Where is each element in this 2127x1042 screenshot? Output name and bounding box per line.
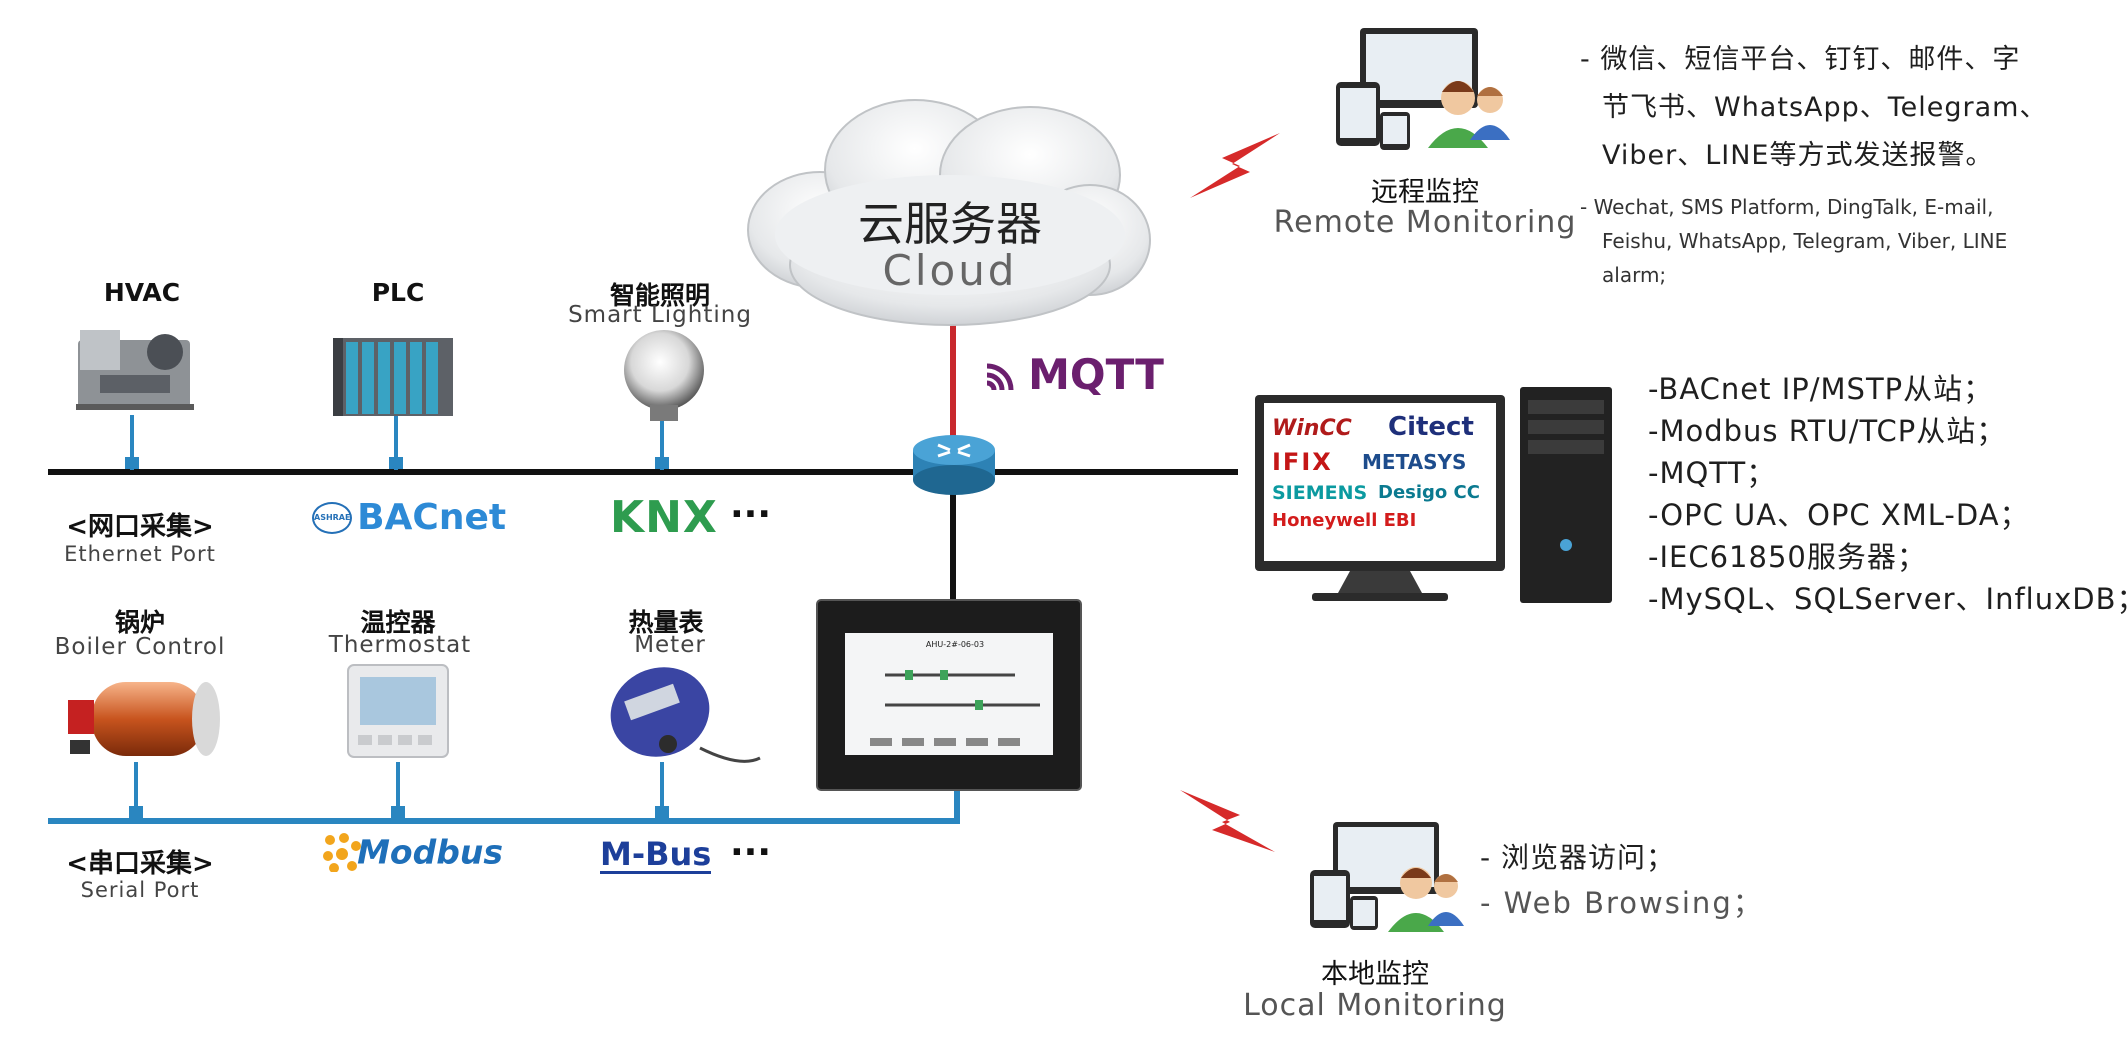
- alarm-zh-line: - 微信、短信平台、钉钉、邮件、字: [1580, 44, 2021, 75]
- remote-en: Remote Monitoring: [1273, 205, 1577, 240]
- alarm-zh-block: - 微信、短信平台、钉钉、邮件、字 节飞书、WhatsApp、Telegram、…: [1580, 36, 2047, 180]
- alarm-en-line: alarm;: [1602, 263, 1667, 287]
- alarm-en-line: - Wechat, SMS Platform, DingTalk, E-mail…: [1580, 195, 1994, 219]
- alarm-en-line: Feishu, WhatsApp, Telegram, Viber, LINE: [1602, 229, 2008, 253]
- device-lighting-label: 智能照明: [609, 281, 710, 310]
- scada-list-item: -BACnet IP/MSTP从站；: [1648, 372, 1994, 406]
- brand-citect: Citect: [1388, 412, 1474, 442]
- mqtt-logo: MQTT: [985, 350, 1164, 399]
- serial-label: <串口采集>: [66, 849, 214, 879]
- serial-more: ···: [730, 832, 772, 873]
- device-thermostat-label: 温控器: [360, 608, 436, 637]
- modbus-logo: Modbus: [322, 832, 503, 873]
- local-label: 本地监控: [1321, 959, 1429, 990]
- scada-list-item: -Modbus RTU/TCP从站；: [1648, 414, 2007, 448]
- ethernet-en: Ethernet Port: [64, 542, 216, 566]
- brand-honeywell: Honeywell EBI: [1272, 510, 1417, 531]
- brand-metasys: METASYS: [1362, 450, 1467, 474]
- remote-label: 远程监控: [1371, 177, 1479, 208]
- scada-protocol-list: -BACnet IP/MSTP从站； -Modbus RTU/TCP从站； -M…: [1648, 368, 2127, 620]
- hmi-title: AHU-2#-06-03: [925, 640, 985, 649]
- brand-siemens: SIEMENS: [1272, 482, 1368, 504]
- serial-en: Serial Port: [80, 878, 200, 902]
- bolt-local-icon: [1180, 790, 1275, 852]
- scada-list-item: -OPC UA、OPC XML-DA；: [1648, 498, 2030, 532]
- device-boiler-label: 锅炉: [114, 608, 165, 637]
- alarm-en-block: - Wechat, SMS Platform, DingTalk, E-mail…: [1580, 190, 2007, 292]
- local-item: - 浏览器访问；: [1480, 841, 1676, 874]
- cloud-title-en: Cloud: [882, 246, 1018, 295]
- bacnet-logo: ASHRAE BACnet: [312, 497, 507, 538]
- mbus-logo: M-Bus: [600, 835, 712, 874]
- device-meter-en: Meter: [634, 632, 706, 658]
- ethernet-more: ···: [730, 494, 772, 535]
- scada-brands: WinCC Citect IFIX METASYS SIEMENS Desigo…: [1270, 412, 1492, 552]
- knx-logo: KNX: [610, 492, 718, 543]
- brand-ifix: IFIX: [1272, 448, 1333, 476]
- device-hvac-label: HVAC: [103, 278, 181, 307]
- alarm-zh-line: 节飞书、WhatsApp、Telegram、: [1602, 92, 2048, 123]
- local-item: - Web Browsing；: [1480, 886, 1764, 920]
- cloud-title-zh: 云服务器: [858, 197, 1042, 251]
- brand-desigo: Desigo CC: [1378, 482, 1480, 503]
- device-thermostat-en: Thermostat: [328, 632, 472, 658]
- device-boiler-en: Boiler Control: [54, 634, 226, 660]
- device-meter-label: 热量表: [628, 608, 704, 637]
- ethernet-label: <网口采集>: [66, 512, 214, 542]
- modbus-dots-icon: [323, 833, 361, 873]
- scada-list-item: -MySQL、SQLServer、InfluxDB；: [1648, 582, 2127, 616]
- mqtt-waves-icon: [986, 363, 1014, 390]
- device-lighting-en: Smart Lighting: [568, 302, 752, 328]
- ashrae-icon: ASHRAE: [312, 501, 352, 534]
- scada-list-item: -MQTT；: [1648, 456, 1777, 490]
- device-plc-label: PLC: [371, 278, 425, 307]
- brand-wincc: WinCC: [1272, 416, 1352, 441]
- scada-list-item: -IEC61850服务器；: [1648, 540, 1927, 574]
- local-en: Local Monitoring: [1243, 988, 1507, 1023]
- alarm-zh-line: Viber、LINE等方式发送报警。: [1602, 140, 1994, 171]
